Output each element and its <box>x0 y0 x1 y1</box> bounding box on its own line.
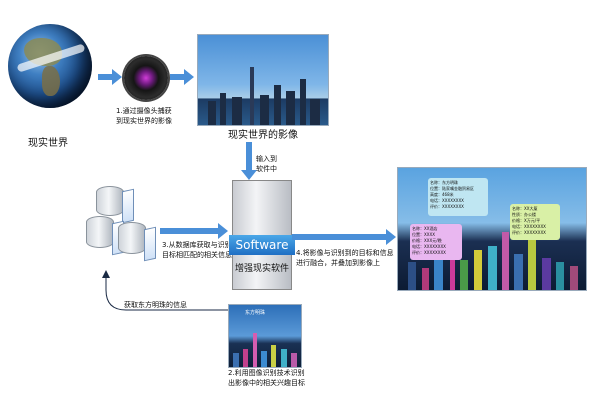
step2-label: 2.利用图像识别技术识别 出影像中的相关兴趣目标 <box>228 369 305 387</box>
arrow-head-1 <box>112 69 122 85</box>
tag-right: 名称：XX大厦 性质：办公楼 价格：X万元/平 电话：XXXXXXXX 评价：X… <box>510 204 560 240</box>
arrow-software-result <box>292 234 388 240</box>
step3-label: 3.从数据库获取与识别 目标相匹配的相关信息 <box>162 241 232 259</box>
arrow-head-down <box>241 170 257 180</box>
earth-image <box>8 24 92 108</box>
software-box: Software 增强现实软件 <box>229 180 295 290</box>
fetch-label: 获取东方明珠的信息 <box>124 301 187 309</box>
arrow-earth-camera <box>98 74 114 80</box>
arrow-image-software <box>246 142 252 172</box>
arrow-head-2 <box>184 69 194 85</box>
input-label: 输入到 软件中 <box>256 155 277 173</box>
arrow-head-4 <box>386 229 396 245</box>
real-world-image <box>197 34 329 126</box>
arrow-head-3 <box>218 223 228 239</box>
feedback-arrow <box>102 270 236 311</box>
real-image-label: 现实世界的影像 <box>228 130 298 141</box>
tag-top: 名称：东方明珠 位置：陆家嘴金融贸易区 高度：468米 电话：XXXXXXXX … <box>428 178 488 216</box>
camera-icon <box>124 56 168 100</box>
real-world-label: 现实世界 <box>28 138 68 149</box>
software-label: Software <box>229 235 295 255</box>
result-image: 名称：东方明珠 位置：陆家嘴金融贸易区 高度：468米 电话：XXXXXXXX … <box>397 167 587 291</box>
tag-left: 名称：XX酒店 位置：XXXX 价格：XXX元/晚 电话：XXXXXXXX 评价… <box>410 224 462 260</box>
arrow-camera-image <box>170 74 186 80</box>
arrow-db-software <box>160 228 220 234</box>
step1-label: 1.通过摄像头捕获 到现实世界的影像 <box>116 107 172 125</box>
step4-label: 4.将影像与识别到的目标和信息 进行融合，并叠加到影像上 <box>296 249 394 267</box>
database-icon <box>84 182 164 278</box>
software-name: 增强现实软件 <box>234 264 289 274</box>
recognized-target-label: 东方明珠 <box>245 310 266 316</box>
recognized-image: 东方明珠 <box>228 304 302 368</box>
